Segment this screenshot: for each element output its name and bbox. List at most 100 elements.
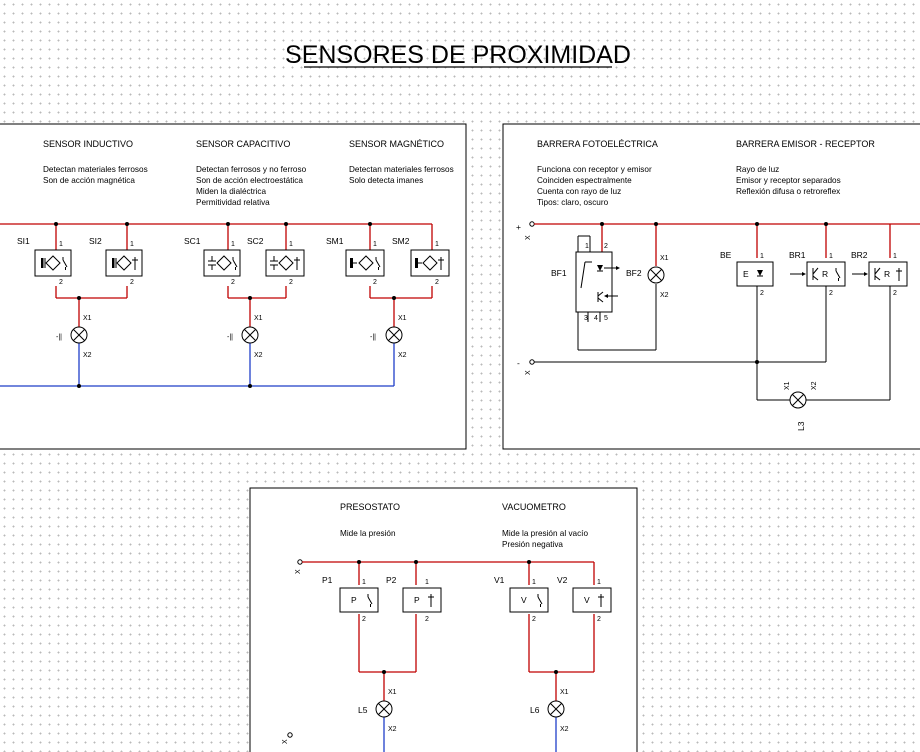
svg-text:2: 2 [130,279,134,286]
svg-text:P2: P2 [386,575,397,585]
text-inductive-1: Detectan materiales ferrosos [43,165,148,174]
svg-text:V2: V2 [557,575,568,585]
svg-text:1: 1 [597,579,601,586]
svg-text:1: 1 [59,241,63,248]
panel-proximity-sensors: SENSOR INDUCTIVO Detectan materiales fer… [0,123,467,450]
text-magnetic-2: Solo detecta imanes [349,176,423,185]
text-magnetic-1: Detectan materiales ferrosos [349,165,454,174]
vacuum-switch-v2: V2 V 1 2 [557,575,612,623]
text-inductive-2: Son de acción magnética [43,176,135,185]
svg-text:1: 1 [829,253,833,260]
svg-text:SM2: SM2 [392,236,410,246]
svg-text:1: 1 [130,241,134,248]
svg-text:R: R [884,269,890,279]
svg-text:1: 1 [760,253,764,260]
svg-text:X2: X2 [811,381,818,390]
svg-text:2: 2 [604,243,608,250]
svg-text:L3: L3 [796,421,806,431]
svg-text:V: V [584,595,590,605]
svg-text:2: 2 [597,616,601,623]
receiver-br1: BR1 R 1 2 [789,250,846,297]
lamp-l5: X1 X2 L5 [358,689,397,733]
svg-text:P: P [351,595,357,605]
svg-text:SI1: SI1 [17,236,30,246]
svg-text:E: E [743,269,749,279]
svg-text:2: 2 [760,290,764,297]
text-photo-1: Funciona con receptor y emisor [537,165,652,174]
svg-text:2: 2 [829,290,833,297]
svg-text:BE: BE [720,250,732,260]
sensor-sm2: SM2 1 2 [392,236,450,286]
lamp-inductive: X1 X2 -|| [56,315,92,359]
svg-text:X: X [282,739,289,744]
svg-text:1: 1 [532,579,536,586]
svg-text:X2: X2 [83,352,92,359]
svg-text:X1: X1 [660,255,669,262]
vacuum-switch-v1: V1 V 1 2 [494,575,549,623]
text-er-3: Reflexión difusa o retroreflex [736,187,840,196]
svg-text:2: 2 [893,290,897,297]
svg-text:2: 2 [59,279,63,286]
text-capacitive-2: Son de acción electroestática [196,176,303,185]
lamp-l3: X1 X2 L3 [784,381,818,431]
text-capacitive-1: Detectan ferrosos y no ferroso [196,165,307,174]
svg-text:X2: X2 [388,726,397,733]
svg-text:4: 4 [594,315,598,322]
text-photo-3: Cuenta con rayo de luz [537,187,621,196]
sensor-si2: SI2 1 2 [89,236,143,286]
heading-pressure-switch: PRESOSTATO [340,502,400,512]
svg-text:L5: L5 [358,705,368,715]
svg-text:2: 2 [231,279,235,286]
svg-text:BF2: BF2 [626,268,642,278]
emitter-be: BE E 1 2 [720,250,774,297]
svg-text:V: V [521,595,527,605]
lamp-capacitive: X1 X2 -|| [227,315,263,359]
svg-text:P: P [414,595,420,605]
svg-text:X1: X1 [388,689,397,696]
text-vacuum-1: Mide la presión al vacío [502,529,588,538]
svg-text:X: X [525,235,532,240]
sensor-si1: SI1 1 2 [17,236,72,286]
panel-optical-barriers: BARRERA FOTOELÉCTRICA Funciona con recep… [502,123,920,450]
text-pressure-1: Mide la presión [340,529,396,538]
svg-text:X2: X2 [398,352,407,359]
lamp-bf: X1 X2 [647,255,669,299]
svg-text:1: 1 [425,579,429,586]
svg-text:X1: X1 [254,315,263,322]
svg-text:L6: L6 [530,705,540,715]
svg-text:SC1: SC1 [184,236,201,246]
svg-text:1: 1 [585,243,589,250]
svg-text:1: 1 [231,241,235,248]
text-er-1: Rayo de luz [736,165,779,174]
svg-text:X1: X1 [398,315,407,322]
svg-text:X: X [295,569,302,574]
svg-text:R: R [822,269,828,279]
heading-emitter-receiver: BARRERA EMISOR - RECEPTOR [736,139,875,149]
heading-photoelectric: BARRERA FOTOELÉCTRICA [537,139,658,149]
svg-text:BR1: BR1 [789,250,806,260]
sensor-sc2: SC2 1 2 [247,236,305,286]
svg-text:2: 2 [532,616,536,623]
panel-pressure: PRESOSTATO Mide la presión VACUOMETRO Mi… [249,487,638,752]
svg-text:-||: -|| [56,334,62,341]
text-vacuum-2: Presión negativa [502,540,563,549]
svg-text:2: 2 [373,279,377,286]
svg-text:X1: X1 [83,315,92,322]
lamp-magnetic: X1 X2 -|| [370,315,407,359]
svg-text:X1: X1 [784,381,791,390]
pressure-switch-p1: P1 P 1 2 [322,575,379,623]
svg-text:5: 5 [604,315,608,322]
svg-text:2: 2 [435,279,439,286]
svg-text:1: 1 [893,253,897,260]
svg-text:3: 3 [584,315,588,322]
heading-capacitive: SENSOR CAPACITIVO [196,139,290,149]
sensor-sc1: SC1 1 2 [184,236,241,286]
svg-text:BF1: BF1 [551,268,567,278]
lamp-l6: X1 X2 L6 [530,689,569,733]
svg-text:V1: V1 [494,575,505,585]
svg-text:X1: X1 [560,689,569,696]
svg-text:-: - [517,358,520,368]
svg-text:1: 1 [362,579,366,586]
heading-vacuum-gauge: VACUOMETRO [502,502,566,512]
sensor-bf1-bf2: BF1 BF2 3 4 5 1 2 [551,243,642,322]
